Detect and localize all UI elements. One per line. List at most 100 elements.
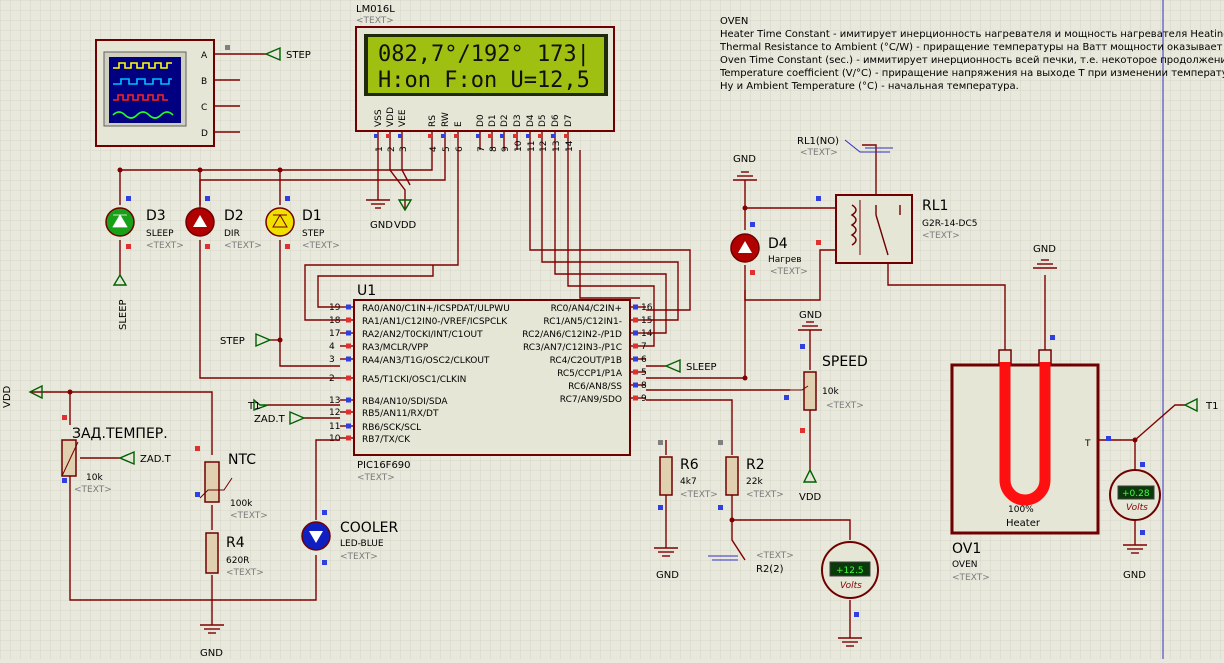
zad-t-output-label: ZAD.T [140, 454, 172, 465]
svg-text:<TEXT>: <TEXT> [224, 241, 262, 251]
svg-text:<TEXT>: <TEXT> [746, 490, 784, 500]
lcd-pin-number: 8 [489, 146, 499, 152]
voltmeter-temp[interactable]: +0.28 Volts [1109, 469, 1161, 521]
lcd-pin-number: 2 [387, 146, 397, 152]
resistor-r4[interactable]: R4 620R <TEXT> [205, 532, 264, 578]
vdd-label-speed: VDD [799, 492, 822, 503]
mcu-left-pin-number: 18 [329, 316, 341, 326]
ntc-thermistor[interactable]: NTC 100k <TEXT> [199, 452, 268, 521]
scope-channel-a: A [201, 51, 208, 61]
svg-text:<TEXT>: <TEXT> [146, 241, 184, 251]
resistor-r6[interactable]: R6 4k7 <TEXT> [659, 456, 718, 500]
pin-markers [62, 196, 1145, 617]
lcd-pin-label: D0 [476, 114, 486, 127]
junctions [67, 167, 1138, 523]
oven-part: OVEN [952, 560, 978, 570]
gnd-label-volts: GND [1123, 570, 1146, 581]
pot-zad-temper[interactable]: ЗАД.ТЕМПЕР. 10k <TEXT> [61, 426, 168, 495]
mcu-right-pin-name: RC5/CCP1/P1A [557, 369, 623, 379]
mcu-left-pin-name: RA2/AN2/T0CKI/INT/C1OUT [362, 330, 483, 340]
lcd-pin-label: D1 [488, 114, 498, 127]
lcd-line-1: 082,7°/192° 173| [378, 42, 590, 67]
step-terminal-icon [255, 332, 272, 348]
oven-notes: OVEN Heater Time Constant - имитирует ин… [719, 16, 1224, 92]
lcd-pin-label: RS [428, 115, 438, 127]
mcu-left-pin-number: 13 [329, 396, 340, 406]
sleep-terminal-icon [664, 358, 681, 374]
gnd-label-r6: GND [656, 570, 679, 581]
oven-element: Heater [1006, 518, 1041, 529]
svg-text:<TEXT>: <TEXT> [952, 573, 990, 583]
lcd-pin-label: D5 [538, 114, 548, 127]
gnd-label-oven: GND [1033, 244, 1056, 255]
vdd-terminal-icon [28, 384, 43, 400]
mcu-left-pin-number: 17 [329, 329, 340, 339]
led-d2-ref: D2 [224, 208, 244, 224]
probe-rl1-icon [844, 139, 893, 153]
oven-t-pin: T [1084, 439, 1091, 449]
pot-speed[interactable]: SPEED 10k <TEXT> [790, 354, 868, 411]
lcd-pin-number: 5 [442, 146, 452, 152]
mcu-text-placeholder: <TEXT> [357, 473, 395, 483]
mcu-left-pin-name: RA1/AN1/C12IN0-/VREF/ICSPCLK [362, 317, 508, 327]
gnd-label-relay: GND [733, 154, 756, 165]
led-d4[interactable]: D4 Нагрев <TEXT> [730, 233, 808, 277]
lcd-text-placeholder: <TEXT> [356, 16, 394, 26]
voltmeter-temp-unit: Volts [1126, 503, 1148, 513]
r2-value: 22k [746, 477, 763, 487]
t1-terminal-icon [253, 398, 269, 411]
oven-ov1[interactable]: 100% Heater OV1 OVEN <TEXT> T [950, 349, 1100, 583]
zad-t-terminal-icon [289, 410, 306, 426]
speed-ref: SPEED [822, 354, 868, 370]
led-d3[interactable]: D3 SLEEP <TEXT> [105, 207, 184, 251]
probe-r2-placeholder: <TEXT> [756, 551, 794, 561]
mcu-right-pin-name: RC1/AN5/C12IN1- [543, 317, 622, 327]
oscilloscope[interactable]: A B C D [95, 39, 240, 147]
mcu-left-pin-number: 11 [329, 422, 340, 432]
vdd-label-left: VDD [2, 385, 13, 408]
sleep-terminal-icon [112, 273, 128, 286]
mcu-left-pin-name: RB6/SCK/SCL [362, 423, 421, 433]
led-d1-value: STEP [302, 229, 325, 239]
mcu-left-pin-name: RB4/AN10/SDI/SDA [362, 397, 448, 407]
step-label: STEP [286, 50, 311, 61]
lcd-display[interactable]: LM016L <TEXT> 082,7°/192° 173| H:on F:on… [355, 4, 615, 132]
lcd-pin-number: 11 [527, 141, 537, 152]
oven-percent: 100% [1008, 505, 1034, 515]
mcu-right-pin-number: 5 [641, 368, 647, 378]
voltmeter-main[interactable]: +12.5 Volts [821, 541, 879, 599]
step-terminal-label: STEP [220, 336, 245, 347]
led-d1[interactable]: D1 STEP <TEXT> [265, 207, 340, 251]
led-d2[interactable]: D2 DIR <TEXT> [185, 207, 262, 251]
scope-channel-c: C [201, 103, 207, 113]
mcu-right-pin-number: 14 [641, 329, 653, 339]
lcd-pin-number: 1 [375, 146, 385, 152]
led-cooler[interactable]: COOLER LED-BLUE <TEXT> [301, 520, 398, 562]
relay-ref: RL1 [922, 198, 948, 214]
mcu-left-pin-number: 2 [329, 374, 335, 384]
probe-r2-icon [708, 555, 738, 561]
lcd-pin-number: 3 [399, 146, 409, 152]
r4-ref: R4 [226, 535, 245, 551]
scope-channel-d: D [201, 129, 208, 139]
oven-note-line: Hy и Ambient Temperature (°C) - начальна… [720, 81, 1019, 92]
t1-input-label: T1 [247, 401, 260, 412]
mcu-right-pin-number: 7 [641, 342, 647, 352]
mcu-ref: U1 [357, 283, 376, 299]
gnd-label-r4: GND [200, 648, 223, 659]
lcd-pin-number: 6 [455, 146, 465, 152]
lcd-pin-label: VEE [398, 109, 408, 127]
lcd-pin-label: D3 [513, 114, 523, 127]
t1-output-label: T1 [1205, 401, 1218, 412]
mcu-left-pin-number: 3 [329, 355, 335, 365]
svg-text:<TEXT>: <TEXT> [74, 485, 112, 495]
mcu-left-pin-name: RA3/MCLR/VPP [362, 343, 429, 353]
mcu-left-pin-name: RA5/T1CKI/OSC1/CLKIN [362, 375, 466, 385]
relay-rl1[interactable]: RL1 G2R-14-DC5 <TEXT> [835, 194, 977, 264]
mcu-right-pin-number: 15 [641, 316, 652, 326]
lcd-pins: VSS1VDD2VEE3RS4RW5E6D07D18D29D310D411D51… [374, 107, 575, 152]
svg-text:<TEXT>: <TEXT> [680, 490, 718, 500]
resistor-r2[interactable]: R2 22k <TEXT> [725, 456, 784, 500]
mcu-u1[interactable]: U1 PIC16F690 <TEXT> [353, 283, 631, 483]
